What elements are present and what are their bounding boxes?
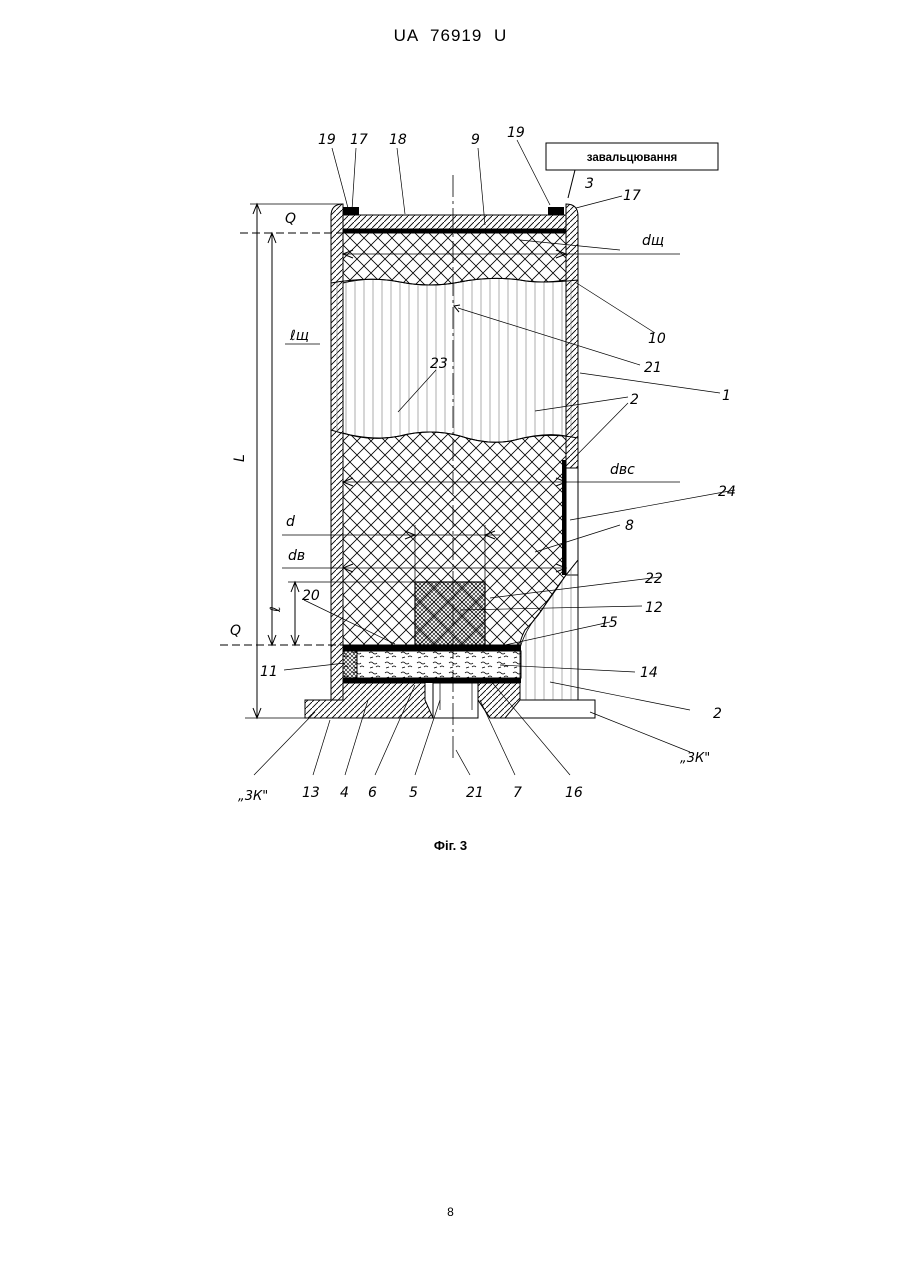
- dim-d: d: [286, 514, 295, 530]
- ref-18: 18: [389, 132, 407, 148]
- ref-23: 23: [430, 356, 448, 372]
- ref-9: 9: [471, 132, 480, 148]
- ref-10: 10: [648, 331, 666, 347]
- ref-2-bottom: 2: [713, 706, 722, 722]
- dim-l: ℓ: [268, 606, 284, 613]
- ref-4: 4: [340, 785, 349, 801]
- ref-16: 16: [565, 785, 583, 801]
- ref-17-right: 17: [623, 188, 641, 204]
- callout-text: завальцювання: [587, 152, 677, 164]
- ref-11: 11: [260, 664, 278, 680]
- ref-19-right: 19: [507, 125, 525, 141]
- top-closure: [343, 207, 566, 233]
- ref-2-top: 2: [630, 392, 639, 408]
- dim-l-sh: ℓщ: [289, 328, 309, 344]
- ref-13: 13: [302, 785, 320, 801]
- page-number: 8: [0, 1205, 901, 1219]
- igniter-pad: [343, 645, 521, 683]
- ref-5: 5: [409, 785, 418, 801]
- ref-21-top: 21: [644, 360, 662, 376]
- ref-15: 15: [600, 615, 618, 631]
- ref-7: 7: [513, 785, 522, 801]
- ref-12: 12: [645, 600, 663, 616]
- ref-17-left: 17: [350, 132, 368, 148]
- booster-charge: [415, 582, 485, 645]
- ref-24: 24: [718, 484, 736, 500]
- ref-1: 1: [722, 388, 731, 404]
- dim-d-vs: dвс: [610, 462, 635, 478]
- ref-14: 14: [640, 665, 658, 681]
- ref-6: 6: [368, 785, 377, 801]
- ref-20: 20: [302, 588, 320, 604]
- zone-3k-right: „3К": [680, 751, 710, 766]
- callout-box: завальцювання: [546, 143, 718, 170]
- ref-22: 22: [645, 571, 663, 587]
- dim-Q-top: Q: [285, 211, 296, 227]
- ref-19-left: 19: [318, 132, 336, 148]
- ref-8: 8: [625, 518, 634, 534]
- liner-strip: [562, 460, 566, 575]
- dim-Q-bottom: Q: [230, 623, 241, 639]
- case-wall-left: [331, 204, 343, 700]
- break-region: [331, 278, 578, 442]
- dim-L: L: [232, 454, 248, 462]
- ref-3: 3: [585, 176, 594, 192]
- upper-charge: [343, 233, 566, 285]
- figure-caption: Фіг. 3: [0, 838, 901, 853]
- dim-d-v: dв: [288, 548, 305, 564]
- zone-3k-left: „3К": [238, 789, 268, 804]
- dim-d-sh: dщ: [642, 233, 664, 249]
- ref-21-bottom: 21: [466, 785, 484, 801]
